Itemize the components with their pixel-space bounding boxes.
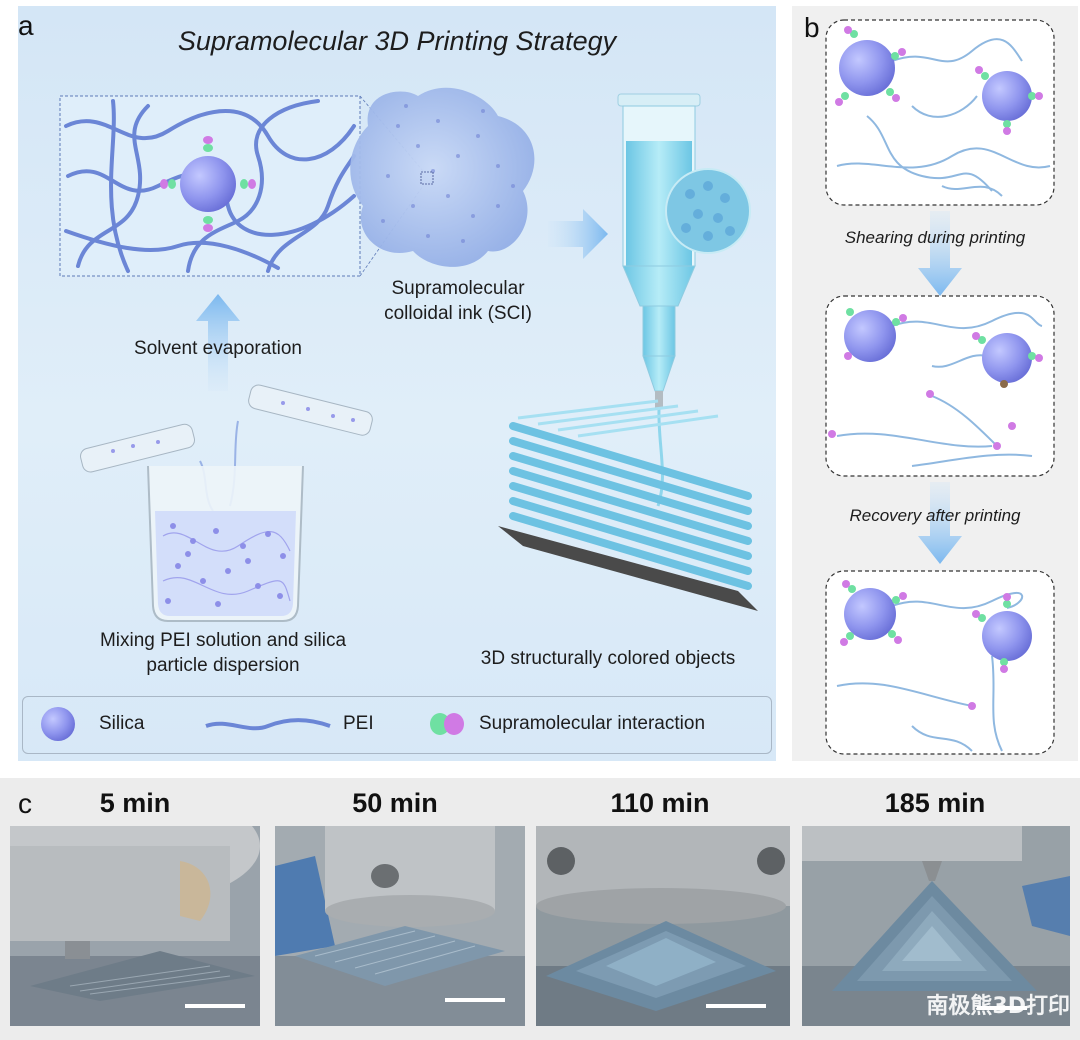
beaker	[80, 384, 373, 622]
arrow-evaporation	[196, 294, 240, 391]
time-label-3: 110 min	[610, 788, 710, 818]
panel-a-illustration	[41, 87, 758, 741]
panel-a: a Supramolecular 3D Printing Strategy Su…	[18, 6, 776, 761]
panel-b: b Shearing during printing Recovery afte…	[792, 6, 1078, 761]
scale-bar	[445, 998, 505, 1002]
printed-object	[498, 399, 758, 611]
legend-pei-icon	[205, 718, 331, 731]
photo-50-min	[275, 826, 525, 1026]
legend-silica-label: Silica	[99, 713, 145, 734]
state-box-recovered	[825, 570, 1055, 755]
panel-b-illustration	[825, 19, 1055, 755]
legend: Silica PEI Supramolecular interaction	[22, 696, 772, 754]
panel-c: c 5 min 50 min 110 min 185 min	[0, 778, 1080, 1040]
scale-bar	[185, 1004, 245, 1008]
scale-bar	[977, 1006, 1027, 1010]
time-label-2: 50 min	[352, 788, 438, 818]
mixing-label: Mixing PEI solution and silica particle …	[58, 628, 388, 678]
interaction-pair	[160, 136, 256, 232]
panel-a-letter: a	[18, 10, 34, 41]
mixing-label-line2: particle dispersion	[146, 655, 300, 676]
state-box-sheared	[825, 295, 1055, 477]
arrow-down-2	[918, 482, 962, 564]
ink-label-line1: Supramolecular	[391, 278, 525, 299]
ink-blob	[350, 87, 535, 267]
legend-pei-label: PEI	[343, 713, 374, 734]
panel-a-title: Supramolecular 3D Printing Strategy	[177, 26, 617, 56]
panel-c-letter: c	[18, 788, 32, 819]
photo-185-min	[802, 826, 1070, 1026]
mixing-label-line1: Mixing PEI solution and silica	[99, 630, 347, 651]
objects-label: 3D structurally colored objects	[480, 648, 736, 669]
legend-glyphs	[41, 707, 464, 741]
watermark: 南极熊3D打印	[926, 994, 1070, 1019]
shearing-label: Shearing during printing	[844, 228, 1026, 247]
time-label-4: 185 min	[884, 788, 986, 818]
syringe	[617, 93, 751, 507]
scale-bar	[706, 1004, 766, 1008]
legend-interaction-icon	[430, 713, 464, 735]
recovery-label: Recovery after printing	[849, 506, 1021, 525]
silica-particle	[180, 156, 236, 212]
time-label-1: 5 min	[99, 788, 171, 818]
arrow-to-syringe	[548, 209, 608, 259]
state-box-initial	[825, 19, 1055, 206]
photo-5-min	[10, 826, 260, 1026]
legend-interaction-label: Supramolecular interaction	[479, 713, 706, 734]
arrow-down-1	[918, 211, 962, 296]
ink-label-line2: colloidal ink (SCI)	[384, 303, 532, 324]
ink-label: Supramolecular colloidal ink (SCI)	[358, 276, 558, 326]
panel-b-letter: b	[804, 12, 820, 43]
evaporation-label: Solvent evaporation	[134, 338, 302, 359]
photo-110-min	[536, 826, 790, 1026]
network-inset	[59, 95, 424, 277]
legend-silica-icon	[41, 707, 75, 741]
